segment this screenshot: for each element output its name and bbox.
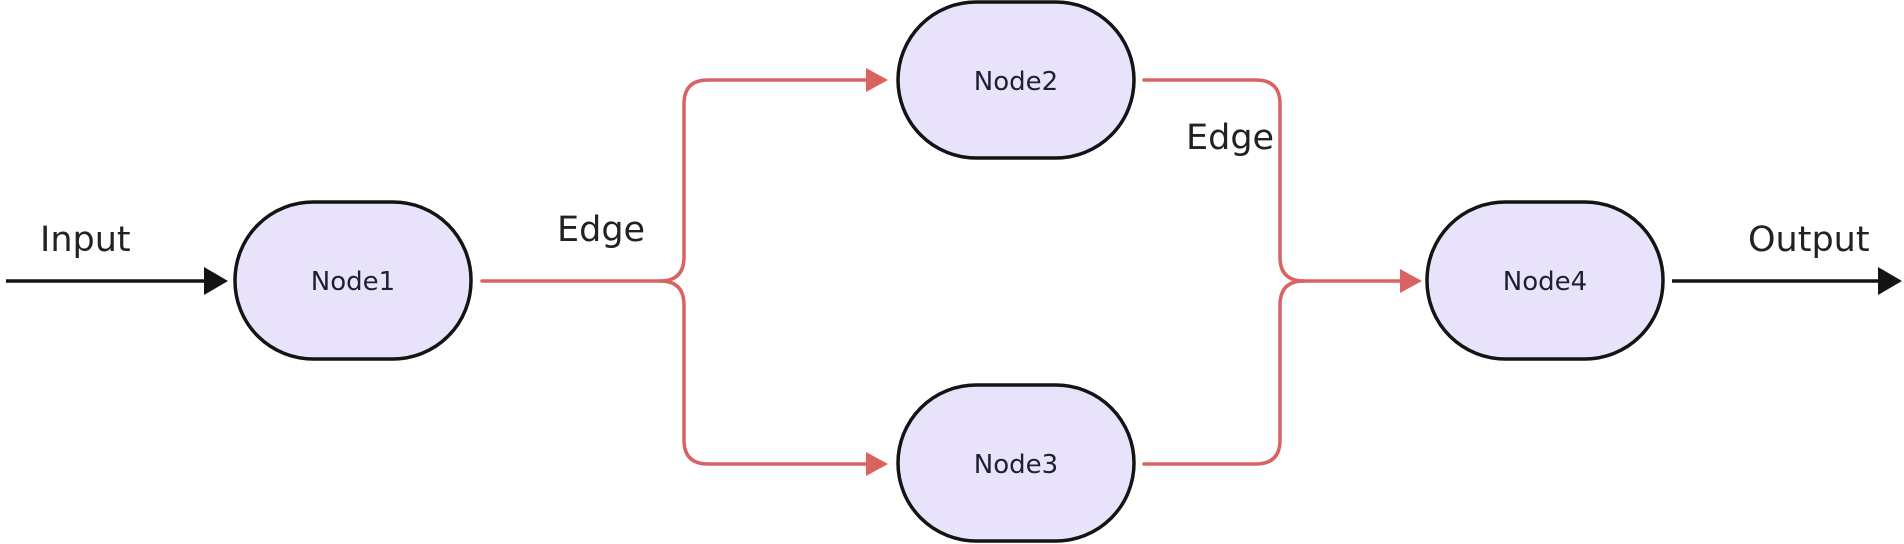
edge-node1-node3 (658, 279, 888, 476)
edge-node1-node2 (480, 68, 888, 283)
node-2[interactable]: Node2 (896, 0, 1136, 160)
node-4[interactable]: Node4 (1425, 200, 1665, 361)
output-label: Output (1748, 220, 1870, 260)
node-3-label: Node3 (974, 450, 1058, 480)
node-4-label: Node4 (1503, 267, 1587, 297)
input-label: Input (40, 220, 131, 260)
edge-label-merge: Edge (1186, 118, 1274, 158)
edge-label-split: Edge (557, 210, 645, 250)
output-arrow (1672, 267, 1902, 295)
node-1[interactable]: Node1 (233, 200, 473, 361)
node-1-label: Node1 (311, 267, 395, 297)
node-2-label: Node2 (974, 67, 1058, 97)
node-3[interactable]: Node3 (896, 383, 1136, 543)
input-arrow (6, 267, 228, 295)
edge-node3-node4 (1142, 269, 1422, 466)
edge-node2-node4 (1142, 78, 1410, 283)
